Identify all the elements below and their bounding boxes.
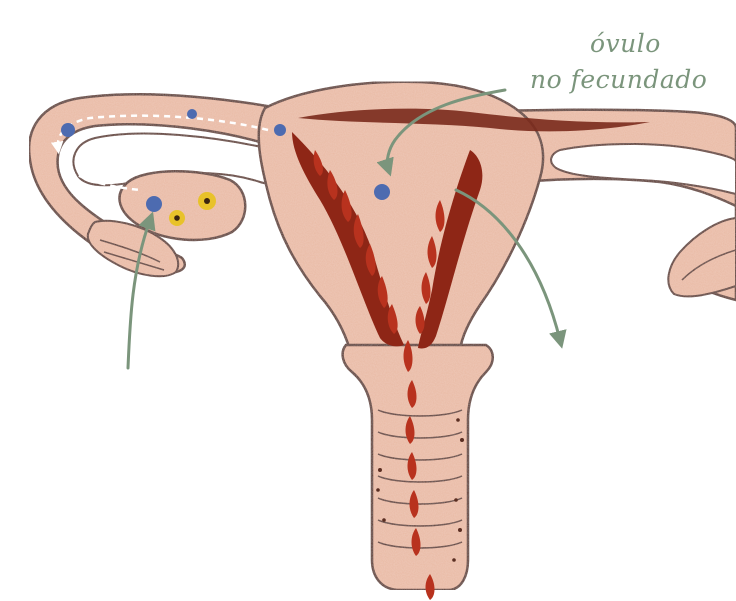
ovum-dot-4	[146, 196, 162, 212]
ovum-dot-3	[274, 124, 286, 136]
annotation-line-2: no fecundado	[530, 65, 707, 94]
ovum-dot-2	[187, 109, 197, 119]
right-tube-inner	[551, 144, 736, 194]
unfertilized-ovum-dot	[374, 184, 390, 200]
ovum-dot-1	[61, 123, 75, 137]
annotation-line-1: óvulo	[590, 29, 661, 58]
right-fimbriae	[668, 218, 736, 296]
